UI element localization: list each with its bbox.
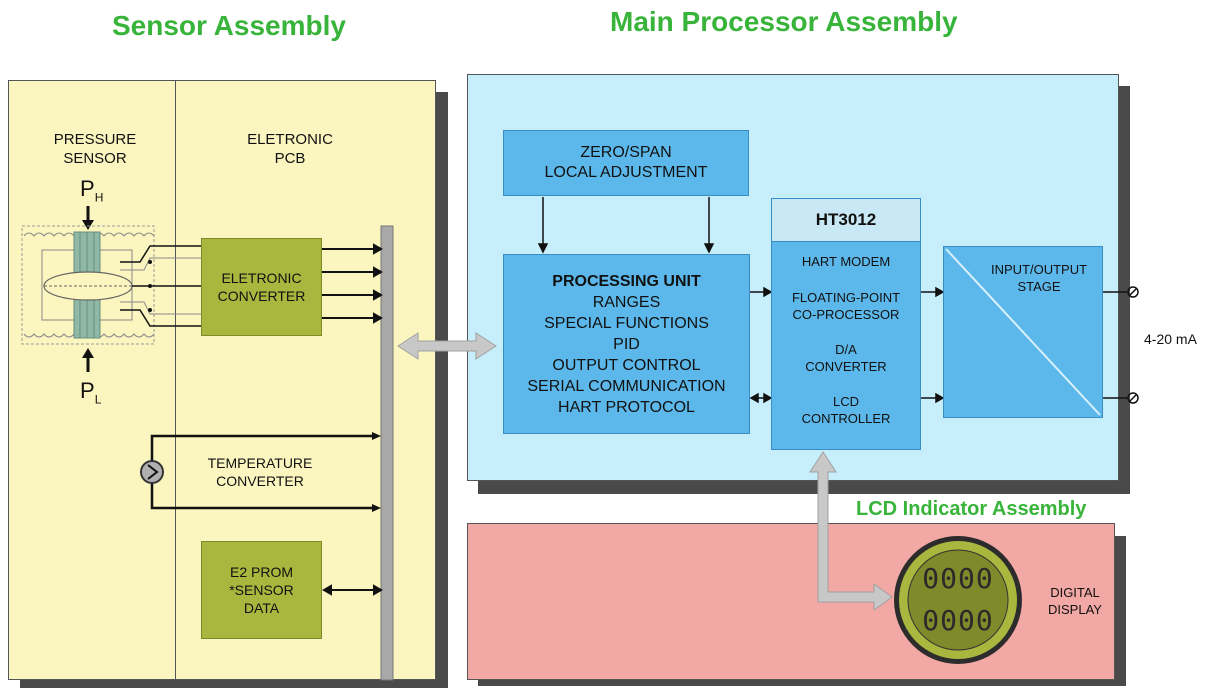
sensor-panel-divider — [175, 80, 176, 680]
processing-unit-block: PROCESSING UNIT RANGES SPECIAL FUNCTIONS… — [503, 254, 750, 434]
processing-item: RANGES — [592, 293, 661, 311]
eeprom-line3: DATA — [243, 600, 280, 616]
ht3012-header: HT3012 — [772, 199, 920, 242]
lcd-assembly-title: LCD Indicator Assembly — [856, 498, 1087, 520]
eeprom-line1: E2 PROM — [229, 564, 293, 580]
ht-item-line: HART MODEM — [801, 254, 891, 269]
ht-item-line: FLOATING-POINT — [791, 290, 901, 305]
pressure-sensor-label: PRESSURE SENSOR — [30, 130, 160, 168]
ht-item-line: CONTROLLER — [801, 411, 891, 426]
io-stage-diagonal — [945, 248, 1101, 416]
ht-da-converter: D/A CONVERTER — [772, 341, 920, 375]
lcd-digits-bottom: 0000 — [922, 604, 994, 637]
converter-line2: CONVERTER — [217, 288, 306, 304]
temperature-line1: TEMPERATURE — [207, 455, 313, 471]
display-label-line1: DIGITAL — [1050, 585, 1100, 600]
converter-line1: ELETRONIC — [221, 270, 302, 286]
ht-lcd-controller: LCD CONTROLLER — [772, 393, 920, 427]
digital-display-label: DIGITAL DISPLAY — [1030, 584, 1120, 618]
pcb-label-line2: PCB — [274, 150, 306, 167]
pl-main: P — [80, 378, 95, 403]
display-label-line2: DISPLAY — [1048, 602, 1102, 617]
ht-item-line: LCD — [832, 394, 859, 409]
eeprom-line2: *SENSOR — [229, 582, 294, 598]
ht-item-line: CONVERTER — [805, 359, 887, 374]
lcd-digits-top: 0000 — [922, 562, 994, 595]
pressure-label-line2: SENSOR — [63, 150, 127, 167]
zero-span-line2: LOCAL ADJUSTMENT — [544, 164, 708, 181]
ht-hart-modem: HART MODEM — [772, 253, 920, 270]
processing-unit-title: PROCESSING UNIT — [552, 272, 701, 290]
ht3012-block: HT3012 HART MODEM FLOATING-POINT CO-PROC… — [771, 198, 921, 450]
sensor-assembly-title: Sensor Assembly — [112, 10, 346, 41]
temperature-converter-label: TEMPERATURE CONVERTER — [175, 454, 345, 490]
ht-floating-point: FLOATING-POINT CO-PROCESSOR — [772, 289, 920, 323]
zero-span-block: ZERO/SPAN LOCAL ADJUSTMENT — [503, 130, 749, 196]
ph-sub: H — [94, 190, 104, 205]
pl-label: PL — [80, 378, 101, 406]
io-stage-label: INPUT/OUTPUT STAGE — [964, 261, 1114, 295]
current-output-label: 4-20 mA — [1144, 331, 1197, 347]
ph-label: PH — [80, 176, 103, 204]
ht-item-line: D/A — [835, 342, 857, 357]
electronic-converter-block: ELETRONIC CONVERTER — [201, 238, 322, 336]
zero-span-line1: ZERO/SPAN — [580, 144, 672, 161]
pressure-label-line1: PRESSURE — [53, 131, 137, 148]
processing-item: HART PROTOCOL — [558, 398, 695, 416]
processing-item: SPECIAL FUNCTIONS — [544, 314, 709, 332]
processing-item: SERIAL COMMUNICATION — [527, 377, 726, 395]
temperature-line2: CONVERTER — [216, 473, 304, 489]
ph-main: P — [80, 176, 95, 201]
io-stage-block: INPUT/OUTPUT STAGE — [943, 246, 1103, 418]
processing-item: PID — [613, 335, 640, 353]
main-processor-title: Main Processor Assembly — [610, 6, 958, 37]
pl-sub: L — [94, 392, 102, 407]
ht-item-line: CO-PROCESSOR — [792, 307, 900, 322]
processing-item: OUTPUT CONTROL — [552, 356, 701, 374]
eeprom-block: E2 PROM *SENSOR DATA — [201, 541, 322, 639]
pcb-label-line1: ELETRONIC — [247, 131, 333, 148]
io-stage-line1: INPUT/OUTPUT — [990, 262, 1088, 277]
io-stage-line2: STAGE — [1017, 279, 1061, 294]
electronic-pcb-label: ELETRONIC PCB — [225, 130, 355, 168]
